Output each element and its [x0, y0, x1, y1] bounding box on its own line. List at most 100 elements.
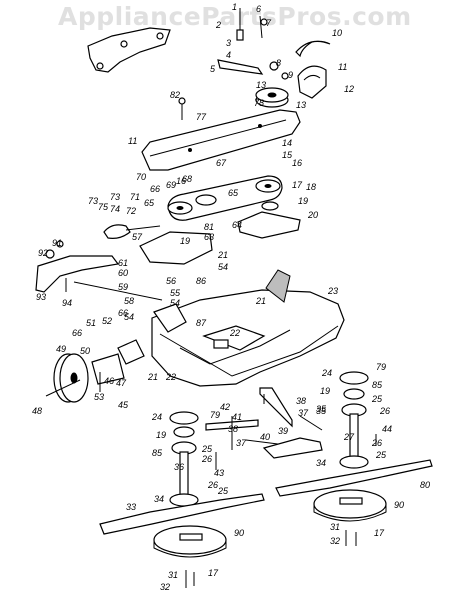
mower-deck	[151, 269, 345, 387]
callout-38b: 38	[296, 396, 306, 406]
callout-33: 33	[126, 502, 136, 512]
callout-26c: 26	[371, 438, 382, 448]
belt-cover	[141, 109, 301, 171]
callout-21b: 21	[255, 296, 266, 306]
callout-42: 42	[220, 402, 230, 412]
callout-38: 38	[228, 424, 238, 434]
bolts	[99, 372, 377, 588]
callout-19c: 19	[156, 430, 166, 440]
callout-34b: 34	[154, 494, 164, 504]
callout-58: 58	[124, 296, 134, 306]
callout-13: 13	[256, 80, 266, 90]
callout-21c: 21	[147, 372, 158, 382]
belt-guard	[295, 40, 331, 58]
callout-36: 36	[174, 462, 184, 472]
callout-74: 74	[110, 204, 120, 214]
lift-arm	[35, 240, 120, 293]
callout-68: 68	[182, 174, 192, 184]
callout-37b: 37	[298, 408, 309, 418]
callout-72: 72	[126, 206, 136, 216]
callout-53: 53	[94, 392, 104, 402]
drive-belt-pulleys	[167, 175, 283, 221]
callout-8: 8	[276, 58, 281, 68]
callout-35: 35	[316, 406, 327, 416]
callout-19d: 19	[320, 386, 330, 396]
callout-94: 94	[62, 298, 72, 308]
callout-22b: 22	[165, 372, 176, 382]
right-spindle	[339, 371, 369, 469]
tension-spring	[103, 224, 161, 239]
callout-77: 77	[196, 112, 207, 122]
callout-12: 12	[344, 84, 354, 94]
callout-86: 86	[196, 276, 206, 286]
callout-54c: 54	[124, 312, 134, 322]
callout-54: 54	[218, 262, 228, 272]
callout-5: 5	[210, 64, 216, 74]
callout-23: 23	[327, 286, 338, 296]
lift-linkage	[205, 387, 323, 459]
deck-hanger	[153, 303, 187, 333]
callout-51: 51	[86, 318, 96, 328]
callout-25d: 25	[217, 486, 229, 496]
callout-40: 40	[260, 432, 270, 442]
callout-56: 56	[166, 276, 176, 286]
callout-32: 32	[330, 536, 340, 546]
callout-26: 26	[201, 454, 212, 464]
idler-arm-assembly	[217, 8, 289, 80]
callout-82: 82	[170, 90, 180, 100]
left-spindle	[169, 411, 199, 507]
callout-46: 46	[104, 376, 114, 386]
callout-9: 9	[288, 70, 293, 80]
callout-31: 31	[330, 522, 340, 532]
callout-85: 85	[152, 448, 163, 458]
callout-79b: 79	[376, 362, 386, 372]
callout-17b: 17	[374, 528, 385, 538]
right-blade-adapter	[313, 489, 387, 522]
belt-keeper	[297, 65, 327, 99]
callout-45: 45	[118, 400, 129, 410]
callout-93: 93	[36, 292, 46, 302]
callout-4: 4	[226, 50, 231, 60]
callout-61: 61	[118, 258, 128, 268]
callout-13b: 13	[296, 100, 306, 110]
idler-pulley	[255, 87, 289, 108]
callout-37: 37	[236, 438, 247, 448]
callout-73b: 73	[110, 192, 120, 202]
callout-6: 6	[256, 4, 261, 14]
callout-11: 11	[338, 62, 347, 72]
left-blade-adapter	[153, 525, 227, 558]
callout-25: 25	[201, 444, 213, 454]
callout-70: 70	[136, 172, 146, 182]
callout-15: 15	[282, 150, 293, 160]
callout-49: 49	[56, 344, 66, 354]
callout-18: 18	[306, 182, 316, 192]
callout-85b: 85	[372, 380, 383, 390]
callout-27: 27	[343, 432, 355, 442]
callout-17: 17	[292, 180, 303, 190]
callout-47: 47	[116, 378, 127, 388]
callout-91: 91	[52, 238, 62, 248]
callout-52: 52	[102, 316, 112, 326]
idler-bracket	[237, 211, 301, 239]
callout-73: 73	[88, 196, 98, 206]
callout-25c: 25	[375, 450, 387, 460]
callout-26b: 26	[379, 406, 390, 416]
callout-1: 1	[232, 2, 237, 12]
callout-59: 59	[118, 282, 128, 292]
callout-87: 87	[196, 318, 207, 328]
callout-65b: 65	[144, 198, 155, 208]
callout-64: 64	[232, 220, 242, 230]
callout-66c: 66	[72, 328, 82, 338]
callout-26d: 26	[207, 480, 218, 490]
callout-67: 67	[216, 158, 227, 168]
callout-57: 57	[132, 232, 143, 242]
callout-17c: 17	[208, 568, 219, 578]
watermark: AppliancePartsPros.com	[58, 2, 412, 31]
callout-labels: 1 2 3 4 5 6 7 8 9 10 11 12 13 13 78 82 7…	[32, 2, 430, 592]
callout-19: 19	[298, 196, 308, 206]
callout-90: 90	[394, 500, 404, 510]
callout-19b: 19	[180, 236, 190, 246]
callout-16b: 16	[292, 158, 302, 168]
callout-24: 24	[151, 412, 162, 422]
